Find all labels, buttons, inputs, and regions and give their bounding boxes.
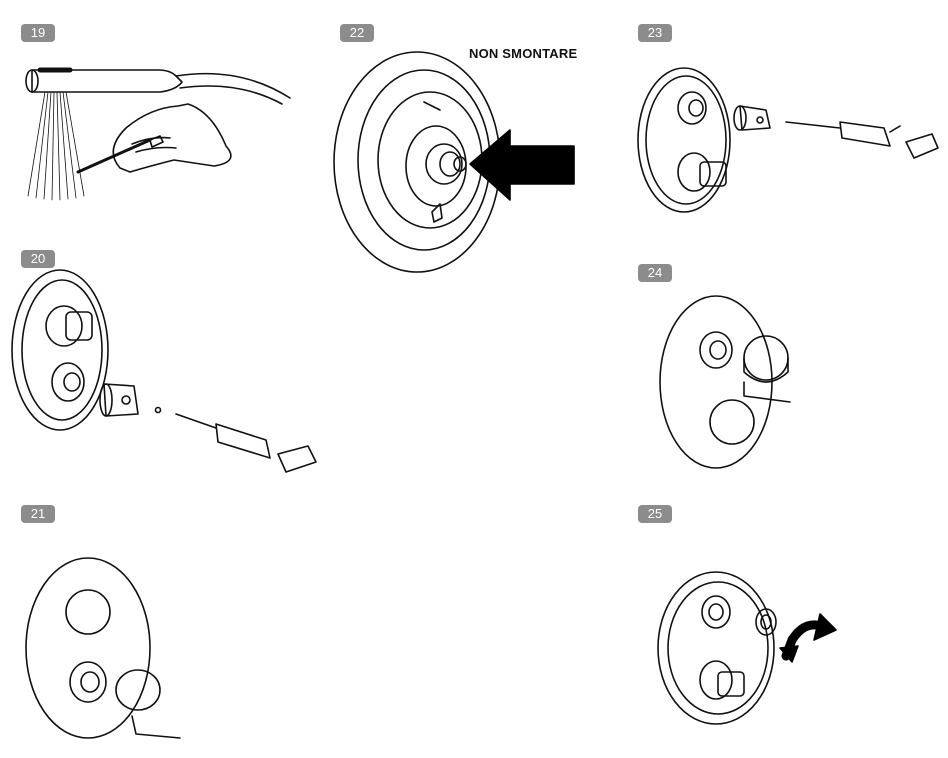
- fig-20-lever-removal: [11, 269, 317, 473]
- step-23-badge: 23: [638, 24, 672, 42]
- do-not-disassemble-note: NON SMONTARE: [469, 46, 578, 61]
- step-21-badge: 21: [21, 505, 55, 523]
- fig-23-lever-removal: [637, 67, 939, 213]
- fig-19-handshower-cleaning: [25, 67, 291, 201]
- step-22-badge: 22: [340, 24, 374, 42]
- fig-25-ring-rotate: [657, 571, 837, 725]
- step-24-badge: 24: [638, 264, 672, 282]
- fig-24-knob-install: [659, 295, 791, 469]
- step-20-badge: 20: [21, 250, 55, 268]
- step-25-badge: 25: [638, 505, 672, 523]
- fig-22-cartridge-do-not-disassemble: [333, 51, 575, 273]
- fig-21-knob-install: [25, 557, 181, 739]
- step-19-badge: 19: [21, 24, 55, 42]
